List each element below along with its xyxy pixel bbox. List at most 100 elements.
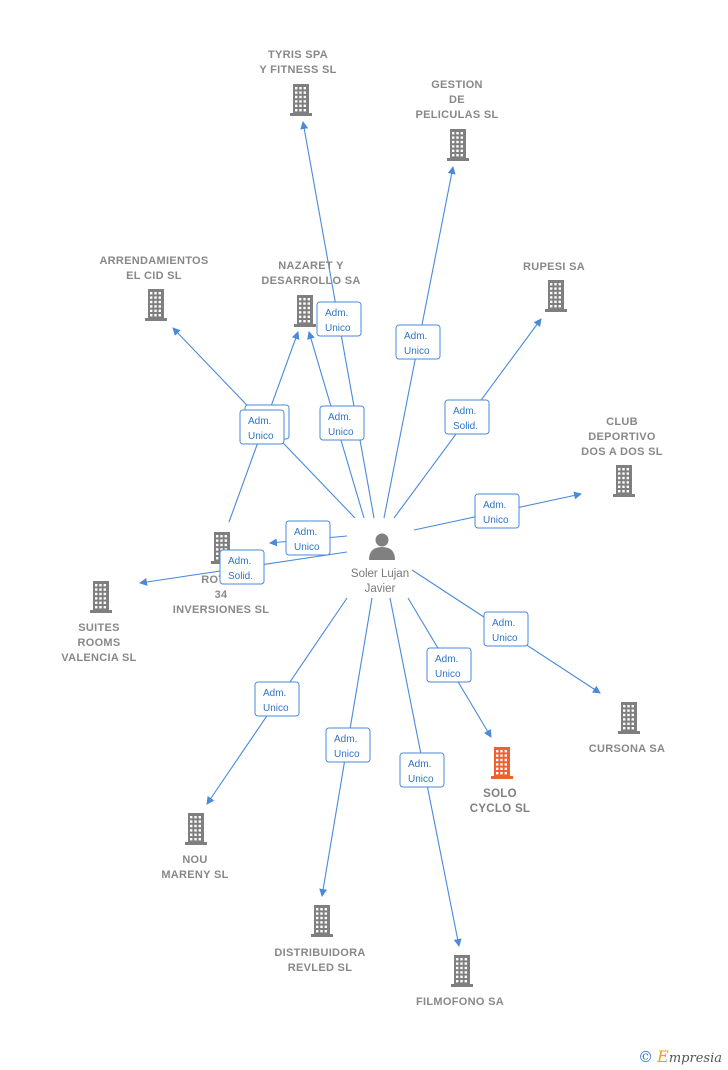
company-rotes-label-line: 34 <box>215 589 228 601</box>
role-badge[interactable]: Adm.Solid. <box>219 549 265 585</box>
company-nazaret-icon[interactable] <box>294 295 316 327</box>
role-badge-text: Adm. <box>334 734 357 745</box>
role-badge-text: Unico <box>334 749 360 760</box>
role-badge-frame <box>426 647 472 683</box>
company-arrend-label-line: EL CID SL <box>126 270 182 282</box>
role-badge-text: Unico <box>483 515 509 526</box>
role-badge-text: Adm. <box>328 412 351 423</box>
role-badge-frame <box>316 301 362 337</box>
company-club-label-line: DOS A DOS SL <box>581 446 663 458</box>
role-badge[interactable]: Adm. Solid. <box>444 399 490 435</box>
company-club-label-line: CLUB <box>606 416 638 428</box>
company-distrib-label-line: DISTRIBUIDORA <box>274 947 365 959</box>
company-tyris-label-line: Y FITNESS SL <box>259 64 336 76</box>
role-badge-frame <box>285 520 331 556</box>
company-solo-label-line: SOLO <box>483 788 517 800</box>
role-badge-text: Unico <box>328 427 354 438</box>
role-badge[interactable]: Adm.Unico <box>254 681 300 717</box>
company-solo-icon[interactable] <box>491 747 513 779</box>
company-tyris-label: TYRIS SPA Y FITNESS SL <box>259 49 336 76</box>
company-suites-label: SUITES ROOMS VALENCIA SL <box>61 622 136 664</box>
role-badge[interactable]: Adm. Unico <box>325 727 371 763</box>
role-badge-frame <box>474 493 520 529</box>
role-badge[interactable]: Adm. Unico <box>426 647 472 683</box>
role-badge-frame <box>483 611 529 647</box>
company-tyris-label-line: TYRIS SPA <box>268 49 328 61</box>
company-club-icon[interactable] <box>613 465 635 497</box>
role-badge[interactable]: Adm. Unico <box>483 611 529 647</box>
role-badge[interactable]: Adm.Unico <box>316 301 362 337</box>
company-cursona-label: CURSONA SA <box>589 743 666 755</box>
role-badge-text: Adm. <box>263 688 286 699</box>
role-badge[interactable]: Adm. Unico <box>474 493 520 529</box>
empresia-watermark: ©Empresia <box>638 1047 722 1066</box>
role-badge-text: Adm. <box>492 618 515 629</box>
company-rupesi-label-line: RUPESI SA <box>523 261 585 273</box>
role-badge-frame <box>395 324 441 360</box>
company-gestion-icon[interactable] <box>447 129 469 161</box>
company-club-label: CLUB DEPORTIVO DOS A DOS SL <box>581 416 663 458</box>
role-badge-text: Adm. <box>404 331 427 342</box>
role-badge-frame <box>239 409 285 445</box>
brand-e: E <box>657 1047 669 1066</box>
company-gestion-label-line: DE <box>449 94 465 106</box>
role-badge-text: Adm. <box>483 500 506 511</box>
role-badge-text: Unico <box>435 669 461 680</box>
company-suites-label-line: SUITES <box>78 622 120 634</box>
company-nou-icon[interactable] <box>185 813 207 845</box>
brand-name: mpresia <box>668 1051 722 1066</box>
company-nazaret-label-line: NAZARET Y <box>278 260 344 272</box>
role-badge-text: Adm. <box>435 654 458 665</box>
person-label-line: Javier <box>365 583 396 595</box>
company-arrend-label-line: ARRENDAMIENTOS <box>99 255 208 267</box>
person-label-line: Soler Lujan <box>351 568 409 580</box>
company-distrib-label: DISTRIBUIDORA REVLED SL <box>274 947 365 974</box>
role-badge-text: Unico <box>248 431 274 442</box>
role-badge-frame <box>325 727 371 763</box>
role-badge-text: Solid. <box>453 421 478 432</box>
company-arrend-label: ARRENDAMIENTOS EL CID SL <box>99 255 208 282</box>
company-rupesi-label: RUPESI SA <box>523 261 585 273</box>
company-arrend-icon[interactable] <box>145 289 167 321</box>
role-badge-text: Adm. <box>228 556 251 567</box>
company-tyris-icon[interactable] <box>290 84 312 116</box>
company-filmofono-icon[interactable] <box>451 955 473 987</box>
company-club-label-line: DEPORTIVO <box>588 431 656 443</box>
company-suites-icon[interactable] <box>90 581 112 613</box>
company-nou-label-line: NOU <box>182 854 207 866</box>
role-badge[interactable]: Adm. Unico <box>319 405 365 441</box>
copyright-symbol: © <box>638 1048 654 1066</box>
company-suites-label-line: ROOMS <box>77 637 120 649</box>
company-gestion-label-line: GESTION <box>431 79 483 91</box>
company-rupesi-icon[interactable] <box>545 280 567 312</box>
role-badge-frame <box>319 405 365 441</box>
role-badge-text: Adm. <box>248 416 271 427</box>
role-badge-text: Unico <box>492 633 518 644</box>
role-badge-frame <box>219 549 265 585</box>
company-cursona-label-line: CURSONA SA <box>589 743 666 755</box>
role-badge[interactable]: Adm.Unico <box>395 324 441 360</box>
role-badge-text: Adm. <box>408 759 431 770</box>
role-badge-text: Adm. <box>325 308 348 319</box>
role-badge-frame <box>444 399 490 435</box>
company-distrib-label-line: REVLED SL <box>288 962 352 974</box>
person-icon[interactable] <box>369 533 395 561</box>
company-cursona-icon[interactable] <box>618 702 640 734</box>
role-badge[interactable]: Adm. Unico <box>239 409 285 445</box>
company-suites-label-line: VALENCIA SL <box>61 652 136 664</box>
company-nazaret-label-line: DESARROLLO SA <box>261 275 360 287</box>
role-badge-text: Adm. <box>294 527 317 538</box>
company-distrib-icon[interactable] <box>311 905 333 937</box>
company-filmofono-label: FILMOFONO SA <box>416 996 504 1008</box>
role-badge-frame <box>399 752 445 788</box>
role-badge-frame <box>254 681 300 717</box>
role-badge[interactable]: Adm.Unico <box>285 520 331 556</box>
role-badge[interactable]: Adm.Unico <box>399 752 445 788</box>
role-badge-text: Adm. <box>453 406 476 417</box>
company-filmofono-label-line: FILMOFONO SA <box>416 996 504 1008</box>
